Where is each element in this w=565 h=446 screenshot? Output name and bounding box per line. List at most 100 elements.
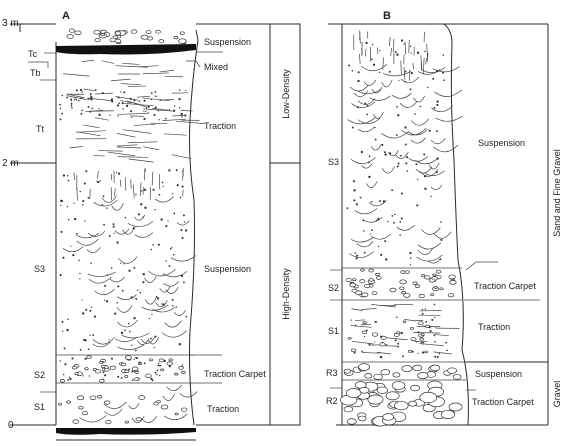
grain-dot	[181, 116, 182, 117]
column-a: 3 m 2 m 0 A Tc Tb Tt S3 S2 S1 Suspension…	[2, 10, 300, 440]
grain-dot	[67, 175, 68, 176]
division-s1: S1	[34, 402, 45, 412]
gravel-clast	[420, 338, 424, 340]
grain-dot	[179, 107, 180, 108]
grain-dot	[172, 299, 174, 301]
scale-label-0: 0	[8, 420, 14, 431]
gravel-clast	[181, 371, 185, 373]
gravel-clast	[449, 403, 462, 411]
lamina-dash	[352, 341, 374, 344]
grain-dot	[79, 273, 80, 274]
grain-dot	[403, 43, 404, 44]
grain-dot	[99, 180, 100, 181]
gravel-clast	[344, 369, 351, 373]
gravel-clast	[145, 374, 151, 378]
dish-structure	[434, 232, 451, 239]
gravel-clast	[436, 270, 441, 273]
grain-dot	[66, 97, 68, 99]
dish-structure	[117, 305, 132, 312]
gravel-clast	[408, 350, 412, 352]
grain-dot	[422, 351, 424, 353]
gravel-clast	[415, 285, 420, 288]
grain-dot	[434, 341, 436, 343]
grain-dot	[131, 117, 132, 118]
gravel-clast	[369, 269, 374, 272]
grain-dot	[176, 306, 177, 307]
grain-dot	[360, 197, 362, 199]
grain-dot	[182, 186, 184, 188]
grain-dot	[183, 214, 185, 216]
grain-dot	[60, 231, 62, 233]
gravel-clast	[374, 374, 383, 379]
gravel-clast	[174, 36, 178, 39]
grain-dot	[84, 182, 86, 184]
grain-dot	[354, 352, 356, 354]
grain-dot	[154, 209, 155, 210]
grain-dot	[117, 376, 119, 378]
fluid-escape-pipe	[405, 41, 406, 54]
grain-dot	[361, 151, 363, 153]
dish-structure	[163, 394, 175, 401]
grain-dot	[405, 71, 407, 73]
grain-dot	[396, 54, 398, 56]
lamina-dash	[111, 79, 131, 81]
grain-dot	[139, 362, 141, 364]
gravel-clast	[372, 333, 378, 336]
grain-dot	[158, 244, 160, 246]
grain-dot	[151, 92, 153, 94]
grain-dot	[133, 267, 135, 269]
gravel-clast	[135, 371, 139, 373]
gravel-clast	[159, 359, 164, 362]
gravel-clast	[418, 372, 428, 378]
grain-dot	[389, 152, 391, 154]
grain-dot	[174, 105, 175, 106]
grain-dot	[152, 379, 154, 381]
grain-dot	[73, 203, 74, 204]
grain-dot	[72, 254, 74, 256]
grain-dot	[90, 94, 91, 95]
grain-dot	[164, 360, 166, 362]
grain-dot	[159, 375, 160, 376]
lamina-dash	[161, 99, 174, 100]
gravel-clast	[411, 338, 416, 341]
grain-dot	[180, 229, 182, 231]
grain-dot	[103, 195, 105, 197]
proc-line-a2	[186, 61, 200, 67]
dish-structure	[370, 96, 391, 101]
gravel-clast	[125, 370, 129, 373]
gravel-clast	[431, 294, 434, 296]
grain-dot	[166, 260, 167, 261]
grain-dot	[397, 165, 399, 167]
grain-dot	[434, 304, 436, 306]
grain-dot	[380, 254, 382, 256]
gravel-clast	[75, 31, 81, 35]
gravel-clast	[67, 34, 73, 38]
grain-dot	[116, 241, 118, 243]
grain-dot	[59, 360, 60, 361]
grain-dot	[91, 307, 92, 308]
grain-dot	[424, 51, 426, 53]
grain-dot	[85, 358, 87, 360]
process-a-suspension: Suspension	[204, 264, 251, 274]
grain-dot	[98, 114, 100, 116]
tc-black-bed	[56, 44, 196, 55]
fluid-escape-pipe	[391, 48, 392, 56]
grain-dot	[389, 71, 391, 73]
dish-structure	[128, 221, 153, 226]
gravel-clast	[397, 332, 400, 334]
grain-dot	[156, 296, 158, 298]
dish-structure	[433, 145, 458, 152]
grain-dot	[173, 110, 175, 112]
grain-dot	[184, 114, 186, 116]
grain-dot	[182, 364, 183, 365]
gravel-clast	[346, 278, 351, 281]
grain-dot	[420, 106, 422, 108]
grain-dot	[67, 206, 68, 207]
gravel-clast	[115, 32, 121, 35]
grain-dot	[67, 379, 69, 381]
grain-dot	[89, 111, 91, 113]
dish-structure	[362, 217, 382, 222]
grain-dot	[142, 216, 143, 217]
fluid-escape-pipe	[143, 187, 144, 194]
gravel-clast	[377, 387, 388, 394]
